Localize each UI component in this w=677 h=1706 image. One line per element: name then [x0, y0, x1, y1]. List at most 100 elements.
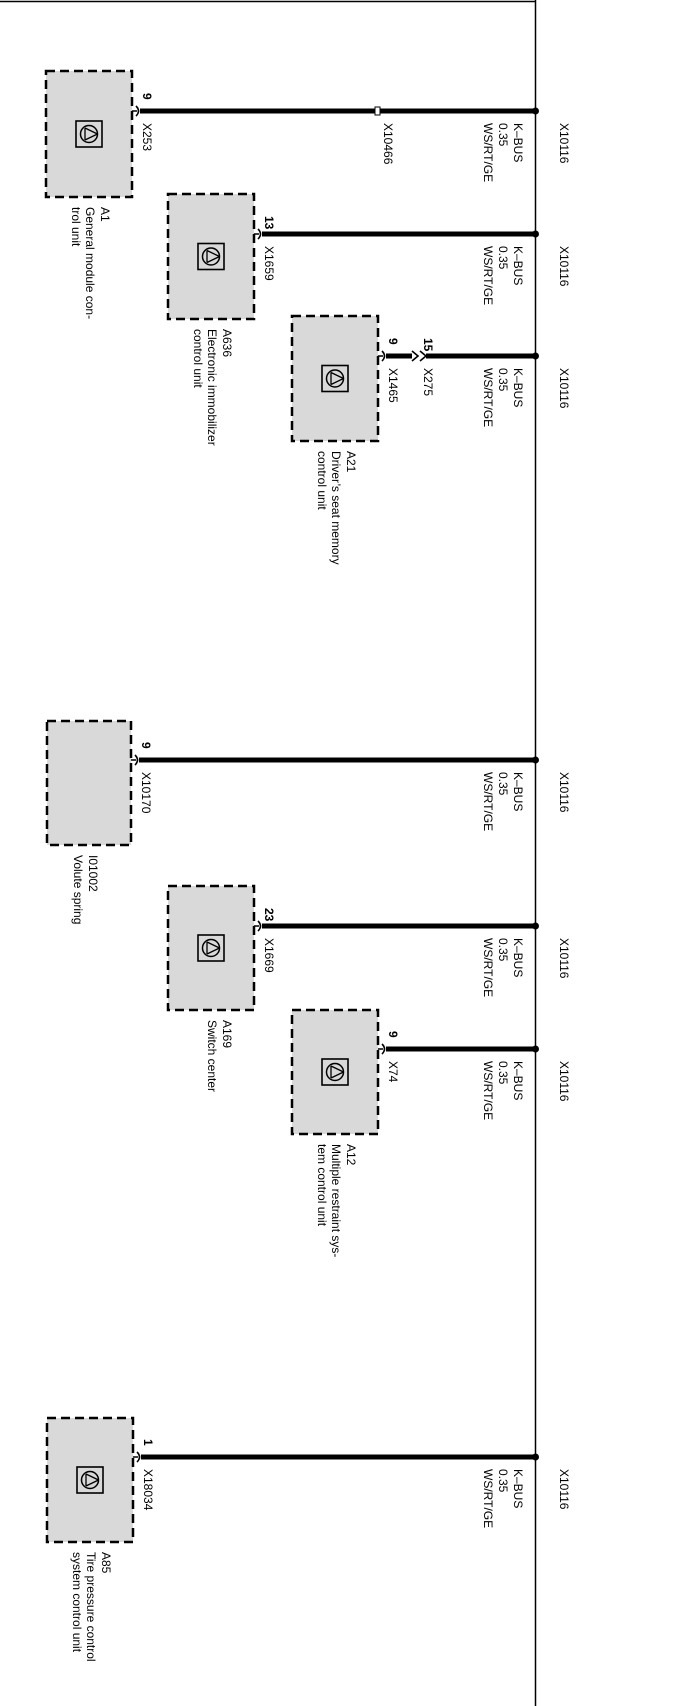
wire-color: WS/RT/GE: [481, 1061, 495, 1120]
connector-label: X10170: [139, 772, 153, 814]
module-id: I01002: [86, 855, 100, 892]
module-name: Volute spring: [71, 855, 85, 924]
plug-mark: [136, 1451, 141, 1463]
wire-name: K–BUS: [511, 368, 525, 407]
module-name: Electronic immobilizer: [205, 329, 219, 446]
connector-label: X1669: [262, 938, 276, 973]
module-box: [290, 314, 380, 443]
wire-gauge: 0.35: [496, 938, 510, 962]
wire-gauge: 0.35: [496, 772, 510, 796]
wire-gauge: 0.35: [496, 1061, 510, 1085]
bus-connector-label: X10116: [557, 938, 571, 979]
control-unit-icon: [76, 1466, 104, 1494]
control-unit-icon: [75, 120, 103, 148]
connector-label: X1465: [386, 368, 400, 403]
wire-name: K–BUS: [511, 1061, 525, 1100]
module-name: General module con-: [83, 207, 97, 319]
bus-junction: [532, 230, 539, 238]
plug-mark: [135, 105, 140, 117]
module-id: A85: [99, 1552, 113, 1574]
bus-connector-label: X10116: [557, 246, 571, 287]
pin-number: 9: [139, 742, 153, 749]
connector-label: X1659: [262, 246, 276, 281]
module-name: control unit: [191, 329, 205, 388]
module-id: A636: [220, 329, 234, 357]
wire-gauge: 0.35: [496, 1469, 510, 1493]
splice-label: X10466: [381, 123, 395, 165]
plug-mark: [257, 920, 262, 932]
pin-number: 9: [386, 338, 400, 345]
bus-junction: [532, 922, 539, 930]
bus-connector-label: X10116: [557, 1061, 571, 1102]
bus-connector-label: X10116: [557, 1469, 571, 1510]
module-name: Multiple restraint sys-: [329, 1144, 343, 1257]
module-name: control unit: [315, 451, 329, 510]
bus-connector-label: X10116: [557, 368, 571, 409]
wire-name: K–BUS: [511, 938, 525, 977]
wire-gauge: 0.35: [496, 368, 510, 392]
wire-name: K–BUS: [511, 1469, 525, 1508]
plug-mark: [381, 1043, 386, 1055]
pin-number: 9: [386, 1031, 400, 1038]
bus-connector-label: X10116: [557, 772, 571, 813]
module-name: system control unit: [70, 1552, 84, 1653]
module-box: [45, 719, 133, 847]
module-name: tem control unit: [315, 1144, 329, 1227]
bus-connector-label: X10116: [557, 123, 571, 164]
connector-label: X74: [386, 1061, 400, 1083]
module-name: Tire pressure control: [84, 1552, 98, 1662]
module-id: A1: [98, 207, 112, 222]
wire-color: WS/RT/GE: [481, 1469, 495, 1528]
control-unit-icon: [197, 934, 225, 962]
pin-number: 9: [140, 93, 154, 100]
wire-color: WS/RT/GE: [481, 772, 495, 831]
bus-junction: [532, 756, 539, 764]
module-box: [44, 69, 134, 199]
pin-number: 23: [262, 908, 276, 922]
plug-mark: [257, 228, 262, 240]
plug-mark: [134, 754, 139, 766]
module-name: Switch center: [205, 1020, 219, 1092]
module-id: A21: [344, 451, 358, 473]
wire-color: WS/RT/GE: [481, 368, 495, 427]
splice-mark: [374, 106, 381, 116]
connector-label: X253: [140, 123, 154, 151]
control-unit-icon: [197, 242, 225, 271]
control-unit-icon: [321, 364, 349, 393]
bus-junction: [532, 107, 539, 115]
wire-color: WS/RT/GE: [481, 938, 495, 997]
module-id: A12: [344, 1144, 358, 1166]
bus-junction: [532, 352, 539, 360]
wire-color: WS/RT/GE: [481, 246, 495, 305]
module-box: [166, 884, 256, 1012]
bus-junction: [532, 1453, 539, 1461]
diagram-frame: [0, 0, 537, 1706]
wire-name: K–BUS: [511, 246, 525, 285]
module-box: [290, 1008, 380, 1136]
wire-gauge: 0.35: [496, 246, 510, 270]
control-unit-icon: [321, 1058, 349, 1086]
connector-mark: [411, 350, 420, 362]
module-id: A169: [220, 1020, 234, 1048]
connector-label: X275: [421, 368, 435, 396]
pin-number: 15: [421, 338, 435, 352]
pin-number: 13: [262, 216, 276, 230]
wire-gauge: 0.35: [496, 123, 510, 147]
connector-label: X18034: [141, 1469, 155, 1511]
connector-mark: [419, 350, 428, 362]
pin-number: 1: [141, 1439, 155, 1446]
bus-junction: [532, 1045, 539, 1053]
wire-name: K–BUS: [511, 772, 525, 811]
module-box: [166, 192, 256, 321]
wire-color: WS/RT/GE: [481, 123, 495, 182]
module-name: trol unit: [69, 207, 83, 247]
